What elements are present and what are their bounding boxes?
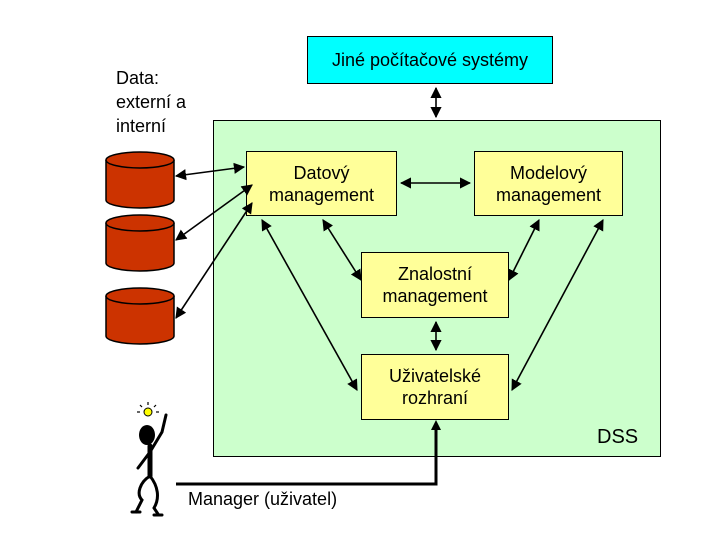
arrow-db2-data (175, 184, 253, 241)
arrow-data-ui (261, 219, 358, 391)
knowledge-management-box: Znalostní management (361, 252, 509, 318)
user-interface-label: Uživatelské rozhraní (388, 366, 482, 408)
dss-label: DSS (597, 426, 639, 448)
data-management-label: Datový management (268, 162, 375, 205)
model-management-label: Modelový management (495, 162, 602, 205)
database-icon (105, 151, 175, 209)
data-management-box: Datový management (246, 151, 397, 216)
arrow-data-knowledge (322, 219, 362, 281)
arrow-db1-data (174, 162, 246, 181)
database-icon (105, 214, 175, 272)
model-management-box: Modelový management (474, 151, 623, 216)
manager-connection-line (176, 424, 438, 486)
arrow-model-ui (511, 219, 604, 391)
other-systems-box: Jiné počítačové systémy (307, 36, 553, 84)
other-systems-label: Jiné počítačové systémy (331, 49, 529, 70)
arrow-model-knowledge (508, 218, 540, 282)
data-label: Data: externí a interní (116, 68, 187, 136)
person-icon (130, 413, 168, 517)
manager-label: Manager (uživatel) (188, 489, 338, 509)
manager-arrowhead (431, 420, 441, 430)
arrow-db3-data (175, 202, 253, 319)
lightbulb-icon (137, 402, 159, 417)
knowledge-management-label: Znalostní management (382, 264, 488, 306)
database-icon (105, 287, 175, 345)
user-interface-box: Uživatelské rozhraní (361, 354, 509, 420)
